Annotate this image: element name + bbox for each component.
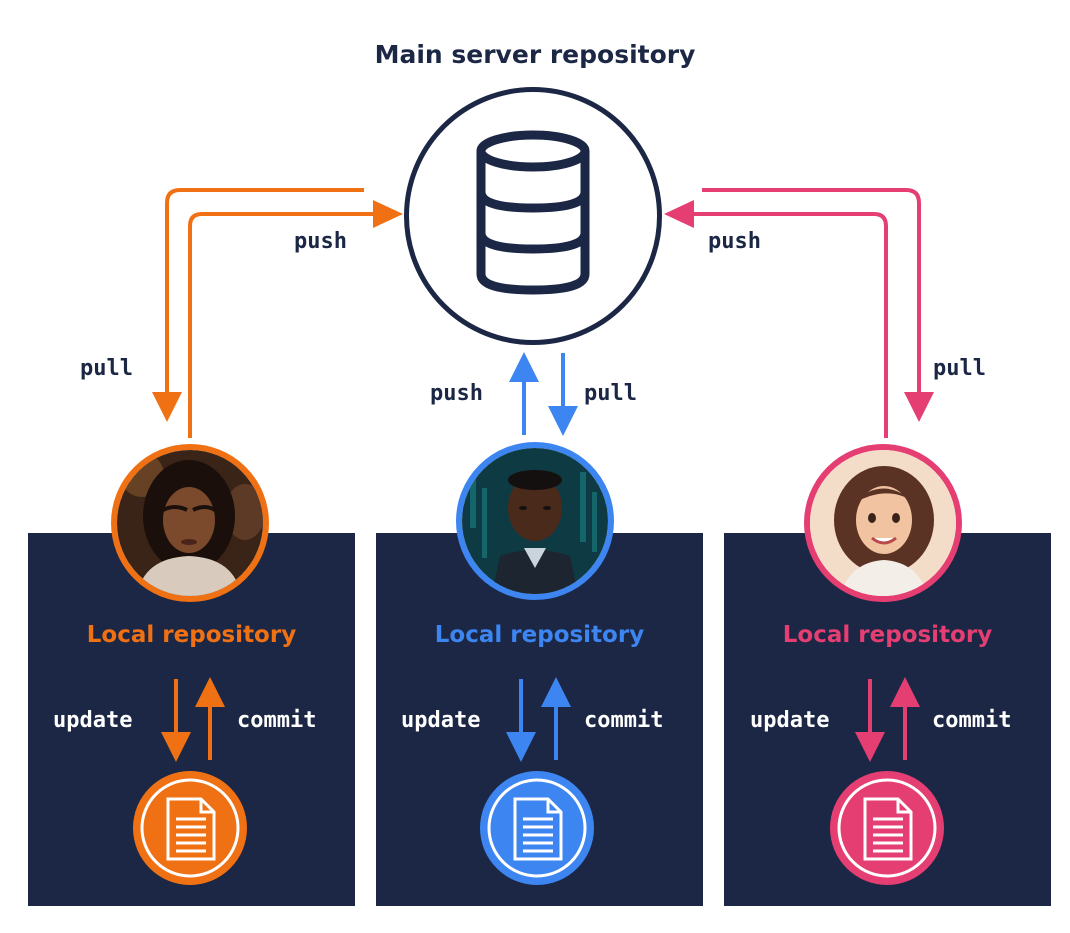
- left-pull-label: pull: [80, 356, 133, 381]
- woman-braids-avatar: [111, 444, 269, 602]
- left-pull-arrowhead: [152, 392, 182, 422]
- right-commit-arrowhead: [890, 677, 920, 707]
- man-suit-avatar: [456, 442, 614, 600]
- left-local-label: Local repository: [86, 622, 297, 648]
- center-update-label: update: [401, 708, 481, 733]
- left-update-arrowhead: [161, 732, 191, 762]
- right-update-arrowhead: [855, 732, 885, 762]
- center-pull-label: pull: [584, 381, 637, 406]
- left-push-arrow-line: [188, 212, 378, 438]
- center-commit-arrowhead: [541, 677, 571, 707]
- left-pull-arrow-line: [165, 188, 364, 396]
- right-push-arrowhead: [664, 200, 694, 228]
- right-pull-arrowhead: [904, 392, 934, 422]
- diagram-title: Main server repository: [374, 40, 696, 69]
- center-local-label: Local repository: [434, 622, 645, 648]
- center-document-icon: [478, 769, 596, 887]
- left-push-arrowhead: [373, 200, 403, 228]
- right-commit-label: commit: [932, 708, 1012, 733]
- right-pull-label: pull: [933, 356, 986, 381]
- left-document-icon: [131, 769, 249, 887]
- right-update-label: update: [750, 708, 830, 733]
- center-push-arrowhead: [509, 352, 539, 382]
- database-icon: [476, 130, 590, 295]
- woman-cartoon-avatar: [804, 444, 962, 602]
- right-local-label: Local repository: [782, 622, 993, 648]
- left-commit-label: commit: [237, 708, 317, 733]
- left-connectors: [165, 188, 378, 438]
- right-pull-arrow-line: [702, 188, 921, 396]
- right-connectors: [688, 188, 921, 438]
- center-push-label: push: [430, 381, 483, 406]
- left-commit-arrowhead: [195, 677, 225, 707]
- left-push-label: push: [294, 229, 347, 254]
- right-document-icon: [828, 769, 946, 887]
- center-commit-label: commit: [584, 708, 664, 733]
- center-update-arrowhead: [506, 732, 536, 762]
- center-pull-arrowhead: [548, 406, 578, 436]
- right-push-arrow-line: [688, 212, 888, 438]
- main-server: [404, 87, 662, 345]
- left-update-label: update: [53, 708, 133, 733]
- right-push-label: push: [708, 229, 761, 254]
